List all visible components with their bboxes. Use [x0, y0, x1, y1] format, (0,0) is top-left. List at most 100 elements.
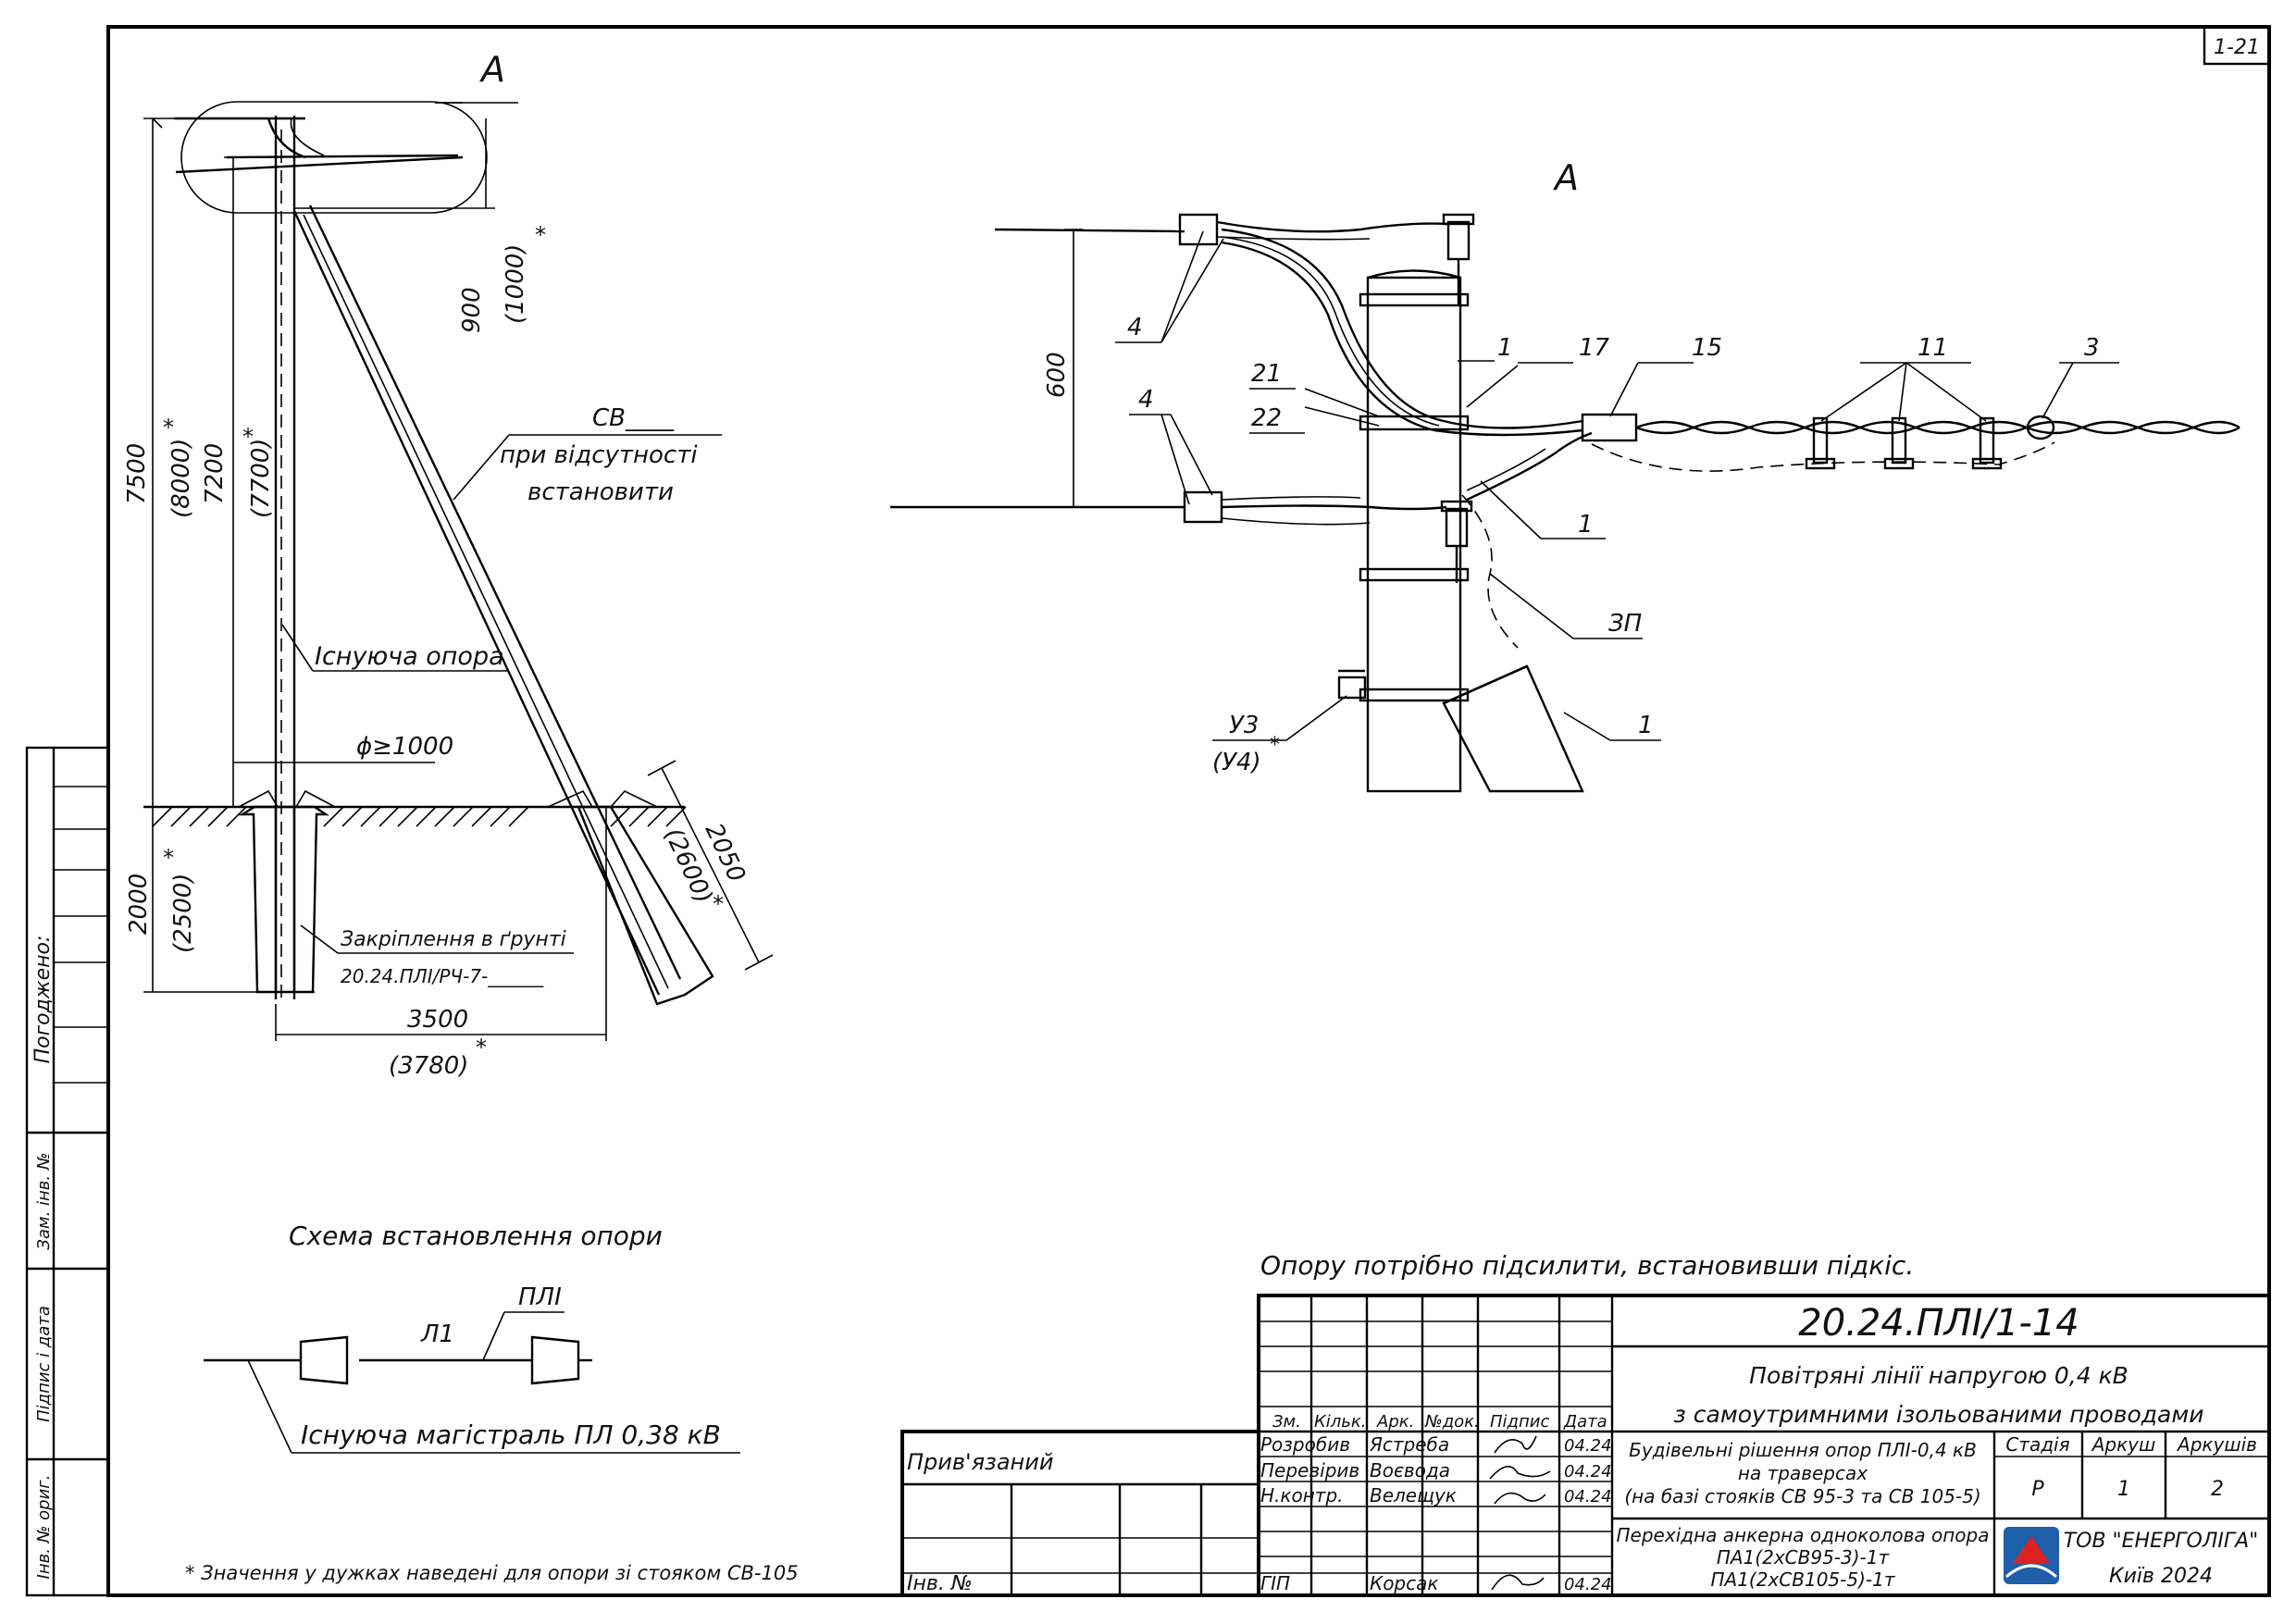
dim-8000: (8000) [168, 439, 195, 518]
callout-3p: ЗП [1608, 610, 1642, 638]
existing-pole [274, 116, 296, 999]
inv-no-label: Інв. № [907, 1572, 973, 1595]
sheet-title-3: ПА1(2хСВ105-5)-1т [1710, 1568, 1895, 1591]
detail-a-drawing: A [890, 157, 2240, 793]
callout-1c: 1 [1638, 712, 1654, 739]
scheme-existing-label: Існуюча магістраль ПЛ 0,38 кВ [301, 1419, 721, 1450]
dim-2500: (2500) [169, 874, 197, 953]
role-1-date: 04.24 [1564, 1462, 1612, 1481]
ground-fix-label: Закріплення в ґрунті [341, 928, 566, 951]
callout-u4: (У4) [1212, 749, 1261, 776]
dim-8000-star: * [163, 415, 174, 440]
project-line-1: Повітряні лінії напругою 0,4 кВ [1749, 1362, 2128, 1389]
dim-3780-star: * [476, 1035, 487, 1060]
role-0: Розробив [1260, 1433, 1350, 1456]
agreed-label: Погоджено: [31, 936, 55, 1064]
hdr-ndok: №док. [1424, 1412, 1480, 1432]
sheet-number: 1-21 [2214, 36, 2260, 59]
scheme-title: Схема встановлення опори [289, 1221, 663, 1251]
callout-17: 17 [1579, 334, 1610, 362]
detail-pole [1366, 276, 1462, 793]
scheme-l1-label: Л1 [420, 1320, 454, 1348]
callout-u4-star: * [1270, 734, 1280, 757]
dim-7500: 7500 [123, 443, 151, 504]
role-3-name: Корсак [1370, 1572, 1438, 1594]
vertical-dimensions [143, 118, 495, 993]
ground-hatch [152, 806, 687, 827]
callout-15: 15 [1692, 334, 1722, 362]
brace-foundation [547, 789, 714, 1006]
dim-900: 900 [458, 287, 486, 333]
doc-code: 20.24.ПЛІ/1-14 [1798, 1302, 2079, 1345]
callout-u3: У3 [1229, 712, 1259, 739]
sheet-value: 1 [2117, 1478, 2130, 1501]
sheet-title-1: Перехідна анкерна одноколова опора [1617, 1524, 1990, 1546]
callout-3: 3 [2084, 334, 2100, 362]
role-0-date: 04.24 [1564, 1436, 1612, 1456]
callout-22: 22 [1251, 404, 1282, 432]
section-line-2: на траверсах [1738, 1462, 1868, 1484]
callout-21: 21 [1251, 360, 1282, 388]
suspension-clamps [1805, 416, 2003, 470]
original-inv-label: Інв. № ориг. [34, 1475, 54, 1580]
pole-foundation [238, 789, 336, 994]
reinforce-note: Опору потрібно підсилити, встановивши пі… [1260, 1250, 1914, 1281]
role-1-name: Воєвода [1370, 1459, 1450, 1481]
dim-1000: (1000) [502, 244, 529, 324]
hdr-kilk: Кільк. [1314, 1412, 1367, 1432]
hdr-ark: Арк. [1376, 1412, 1414, 1432]
signatures [1489, 1435, 1551, 1591]
section-line-3: (на базі стояків СВ 95-3 та СВ 105-5) [1624, 1485, 1980, 1507]
role-2: Н.контр. [1260, 1484, 1344, 1506]
role-2-name: Велещук [1370, 1484, 1457, 1506]
hdr-zm: Зм. [1272, 1412, 1301, 1432]
sheet-title-2: ПА1(2хСВ95-3)-1т [1717, 1546, 1891, 1568]
dim-7700: (7700) [247, 439, 275, 518]
role-2-date: 04.24 [1564, 1487, 1612, 1506]
dim-2500-star: * [163, 845, 174, 871]
detail-a-label: A [1552, 157, 1579, 198]
scheme-pli-label: ПЛІ [518, 1283, 562, 1311]
replacement-inv-label: Зам. інв. № [34, 1152, 54, 1249]
installation-scheme: Схема встановлення опори Л1 ПЛІ Існуюча … [204, 1221, 740, 1454]
callout-1b: 1 [1578, 511, 1594, 539]
left-stamp-strip: Погоджено: Зам. інв. № Підпис і дата Інв… [25, 746, 110, 1597]
dim-2000: 2000 [125, 874, 153, 935]
existing-pole-label: Існуюча опора [315, 642, 504, 671]
dim-7200: 7200 [201, 443, 229, 504]
role-3-date: 04.24 [1564, 1575, 1612, 1594]
stage-label: Стадія [2005, 1433, 2069, 1456]
role-3: ГІП [1260, 1572, 1290, 1594]
ground-fix-code: 20.24.ПЛІ/РЧ-7-______ [341, 965, 544, 987]
brace-pole [292, 205, 682, 996]
callout-4b: 4 [1138, 386, 1154, 414]
dim-1000-star: * [535, 222, 546, 248]
callout-1a: 1 [1497, 334, 1513, 362]
section-line-1: Будівельні рішення опор ПЛІ-0,4 кВ [1629, 1439, 1977, 1461]
role-1: Перевірив [1260, 1459, 1359, 1481]
hdr-pidpys: Підпис [1490, 1412, 1549, 1432]
dim-2600-star: * [713, 891, 724, 917]
signature-date-label: Підпис і дата [34, 1306, 54, 1422]
callout-4a: 4 [1127, 314, 1143, 341]
hdr-data: Дата [1563, 1412, 1607, 1432]
brace-code-label: СВ____ [592, 404, 675, 432]
dim-7700-star: * [242, 424, 254, 450]
sheet-label: Аркуш [2091, 1433, 2156, 1456]
brace-note-2: встановити [527, 478, 674, 506]
sheets-label: Аркушів [2176, 1433, 2257, 1456]
company-name: ТОВ "ЕНЕРГОЛІГА" [2064, 1530, 2259, 1553]
footnote: * Значення у дужках наведені для опори з… [185, 1562, 799, 1584]
title-block: Зм. Кільк. Арк. №док. Підпис Дата Розроб… [900, 1294, 2271, 1597]
dim-3780: (3780) [389, 1052, 468, 1080]
pole-installation-drawing: A [123, 49, 774, 1080]
attached-label: Прив'язаний [907, 1449, 1053, 1475]
company-logo [2004, 1527, 2059, 1584]
detail-a-outline [180, 101, 488, 214]
sheets-value: 2 [2211, 1478, 2224, 1501]
diameter-label: ϕ≥1000 [356, 733, 453, 761]
brace-note-1: при відсутності [500, 441, 698, 469]
view-a-label: A [478, 49, 505, 90]
callout-11: 11 [1917, 334, 1948, 362]
